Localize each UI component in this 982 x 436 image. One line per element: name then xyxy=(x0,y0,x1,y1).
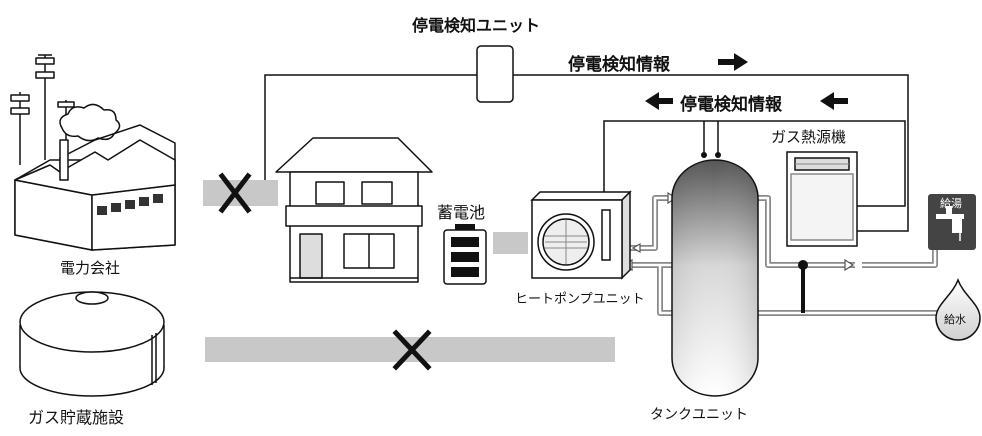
power-info-right-label: 停電検知情報 xyxy=(568,55,670,75)
wire-power-to-detector xyxy=(264,74,477,190)
power-company-illustration xyxy=(10,54,176,251)
x-icon xyxy=(218,172,252,214)
wire-dot-tank-a xyxy=(701,152,707,158)
smoke-cloud-icon xyxy=(59,103,121,142)
house-illustration xyxy=(275,137,433,283)
detector-unit-box xyxy=(476,45,514,103)
tank-unit-label: タンクユニット xyxy=(650,407,748,423)
gas-storage-illustration xyxy=(19,291,165,397)
faucet-icon xyxy=(928,194,976,250)
wire-dot-tank-b xyxy=(715,152,721,158)
battery-label: 蓄電池 xyxy=(437,203,486,222)
arrow-icon xyxy=(645,92,673,110)
arrow-icon xyxy=(718,53,748,71)
power-company-label: 電力会社 xyxy=(60,259,121,277)
gas-storage-label: ガス貯蔵施設 xyxy=(28,408,125,427)
arrow-icon xyxy=(820,92,848,110)
wire-detector-to-heater xyxy=(513,74,909,232)
hot-water-label: 給湯 xyxy=(940,197,962,210)
gas-heater-illustration xyxy=(786,151,858,247)
water-drop-icon xyxy=(935,277,981,341)
wire-heatpump-to-heater xyxy=(603,120,906,244)
gas-heater-label: ガス熱源機 xyxy=(771,128,847,146)
x-icon xyxy=(392,329,432,371)
heat-pump-illustration xyxy=(530,190,632,280)
pipe-junction xyxy=(798,260,808,270)
water-supply-label: 給水 xyxy=(944,313,966,326)
battery-icon xyxy=(443,224,487,285)
battery-link-band xyxy=(493,232,528,254)
signal-wires xyxy=(264,74,909,244)
detector-unit-label: 停電検知ユニット xyxy=(412,16,541,35)
tank-unit-illustration xyxy=(671,159,759,397)
power-info-left-label: 停電検知情報 xyxy=(680,95,782,115)
heat-pump-unit-label: ヒートポンプユニット xyxy=(515,292,645,307)
power-tower-icon xyxy=(10,54,75,165)
